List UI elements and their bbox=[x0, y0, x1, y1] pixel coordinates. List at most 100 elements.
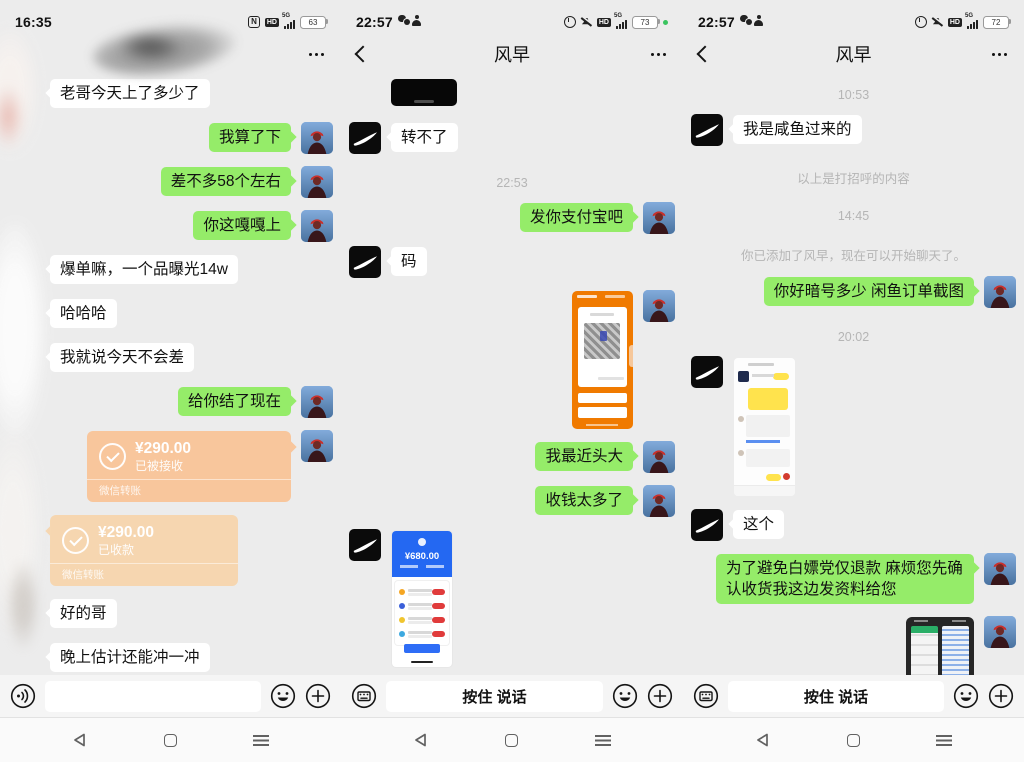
message-bubble[interactable]: 爆单嘛，一个品曝光14w bbox=[50, 255, 238, 284]
hold-to-talk-button[interactable]: 按住 说话 bbox=[386, 680, 603, 712]
check-circle-icon bbox=[99, 443, 126, 470]
back-button[interactable] bbox=[354, 45, 372, 63]
signal-icon: 5G bbox=[282, 13, 295, 29]
timestamp: 20:02 bbox=[837, 330, 870, 344]
status-time: 22:57 bbox=[698, 14, 735, 30]
nike-avatar[interactable] bbox=[349, 529, 381, 561]
chat-header: 风早 bbox=[683, 36, 1024, 72]
nike-avatar[interactable] bbox=[349, 122, 381, 154]
transfer-status: 已被接收 bbox=[135, 459, 184, 473]
black-screenshot-image[interactable] bbox=[391, 79, 457, 106]
message-row: 我最近头大 bbox=[349, 441, 675, 473]
keyboard-toggle-icon[interactable] bbox=[693, 683, 719, 709]
message-row bbox=[691, 356, 1016, 497]
emoji-button[interactable] bbox=[270, 683, 296, 709]
check-circle-icon bbox=[62, 527, 89, 554]
status-left: 16:35 bbox=[15, 14, 57, 30]
message-bubble[interactable]: 码 bbox=[391, 247, 427, 276]
more-menu-button[interactable] bbox=[651, 47, 669, 61]
message-bubble[interactable]: 晚上估计还能冲一冲 bbox=[50, 643, 210, 672]
back-button[interactable] bbox=[696, 45, 714, 63]
message-bubble[interactable]: 差不多58个左右 bbox=[160, 167, 291, 196]
nike-avatar[interactable] bbox=[691, 356, 723, 388]
message-row: 哈哈哈 bbox=[8, 298, 333, 330]
back-triangle-icon[interactable] bbox=[413, 732, 428, 748]
message-bubble[interactable]: 发你支付宝吧 bbox=[519, 203, 633, 232]
person-avatar[interactable] bbox=[984, 276, 1016, 308]
person-avatar[interactable] bbox=[643, 290, 675, 322]
person-avatar[interactable] bbox=[301, 166, 333, 198]
voice-toggle-icon[interactable] bbox=[10, 683, 36, 709]
person-avatar[interactable] bbox=[984, 616, 1016, 648]
more-menu-button[interactable] bbox=[309, 47, 327, 61]
message-row bbox=[349, 290, 675, 429]
recents-icon[interactable] bbox=[253, 734, 269, 746]
person-avatar[interactable] bbox=[301, 210, 333, 242]
alipay-qr-image[interactable] bbox=[572, 291, 633, 429]
alarm-icon bbox=[914, 16, 927, 28]
person-avatar[interactable] bbox=[301, 386, 333, 418]
mute-bell-icon bbox=[932, 17, 943, 28]
nike-avatar[interactable] bbox=[349, 246, 381, 278]
status-time: 16:35 bbox=[15, 14, 52, 30]
message-bubble[interactable]: 给你结了现在 bbox=[177, 387, 291, 416]
battery-indicator: 63 bbox=[300, 15, 329, 29]
back-triangle-icon[interactable] bbox=[755, 732, 770, 748]
message-bubble[interactable]: 你这嘎嘎上 bbox=[193, 211, 291, 240]
xianyu-chat-image[interactable] bbox=[733, 357, 796, 497]
more-attach-button[interactable] bbox=[305, 683, 331, 709]
person-avatar[interactable] bbox=[643, 485, 675, 517]
home-icon[interactable] bbox=[846, 733, 860, 747]
alipay-payment-image[interactable]: ¥680.00 bbox=[391, 530, 453, 668]
timestamp: 10:53 bbox=[837, 88, 870, 102]
message-bubble[interactable]: 老哥今天上了多少了 bbox=[50, 79, 210, 108]
message-bubble[interactable]: 好的哥 bbox=[50, 599, 117, 628]
nike-avatar[interactable] bbox=[691, 509, 723, 541]
message-row: 晚上估计还能冲一冲 bbox=[8, 642, 333, 674]
message-row: 转不了 bbox=[349, 122, 675, 154]
nike-avatar[interactable] bbox=[691, 114, 723, 146]
emoji-button[interactable] bbox=[612, 683, 638, 709]
person-status-icon bbox=[412, 15, 422, 26]
recents-icon[interactable] bbox=[595, 734, 611, 746]
message-bubble[interactable]: 我算了下 bbox=[208, 123, 291, 152]
message-bubble[interactable]: 你好暗号多少 闲鱼订单截图 bbox=[763, 277, 974, 306]
message-bubble[interactable]: 我最近头大 bbox=[535, 442, 633, 471]
chat-header bbox=[0, 36, 341, 72]
message-bubble[interactable]: 转不了 bbox=[391, 123, 458, 152]
person-avatar[interactable] bbox=[301, 430, 333, 462]
keyboard-toggle-icon[interactable] bbox=[351, 683, 377, 709]
more-attach-button[interactable] bbox=[647, 683, 673, 709]
timestamp: 22:53 bbox=[496, 176, 528, 190]
hold-to-talk-button[interactable]: 按住 说话 bbox=[728, 680, 944, 712]
message-row: 我就说今天不会差 bbox=[8, 342, 333, 374]
home-icon[interactable] bbox=[505, 733, 518, 747]
home-icon[interactable] bbox=[163, 733, 177, 747]
back-triangle-icon[interactable] bbox=[72, 732, 87, 748]
recents-icon[interactable] bbox=[936, 734, 952, 746]
transfer-status: 已收款 bbox=[98, 543, 135, 557]
message-bubble[interactable]: 我是咸鱼过来的 bbox=[733, 115, 862, 144]
message-bubble[interactable]: 哈哈哈 bbox=[50, 299, 117, 328]
message-bubble[interactable]: 收钱太多了 bbox=[535, 486, 633, 515]
person-avatar[interactable] bbox=[301, 122, 333, 154]
person-avatar[interactable] bbox=[643, 202, 675, 234]
message-bubble[interactable]: 这个 bbox=[733, 510, 785, 539]
message-row: 我算了下 bbox=[8, 122, 333, 154]
emoji-button[interactable] bbox=[953, 683, 979, 709]
message-text-input[interactable] bbox=[45, 680, 261, 712]
message-row: 给你结了现在 bbox=[8, 386, 333, 418]
more-menu-button[interactable] bbox=[992, 47, 1010, 61]
dark-double-screenshot-image[interactable] bbox=[906, 617, 974, 675]
more-attach-button[interactable] bbox=[988, 683, 1014, 709]
person-avatar[interactable] bbox=[643, 441, 675, 473]
message-bubble[interactable]: 为了避免白嫖党仅退款 麻烦您先确认收货我这边发资料给您 bbox=[716, 554, 974, 604]
person-avatar[interactable] bbox=[984, 553, 1016, 585]
message-bubble[interactable]: 我就说今天不会差 bbox=[50, 343, 195, 372]
